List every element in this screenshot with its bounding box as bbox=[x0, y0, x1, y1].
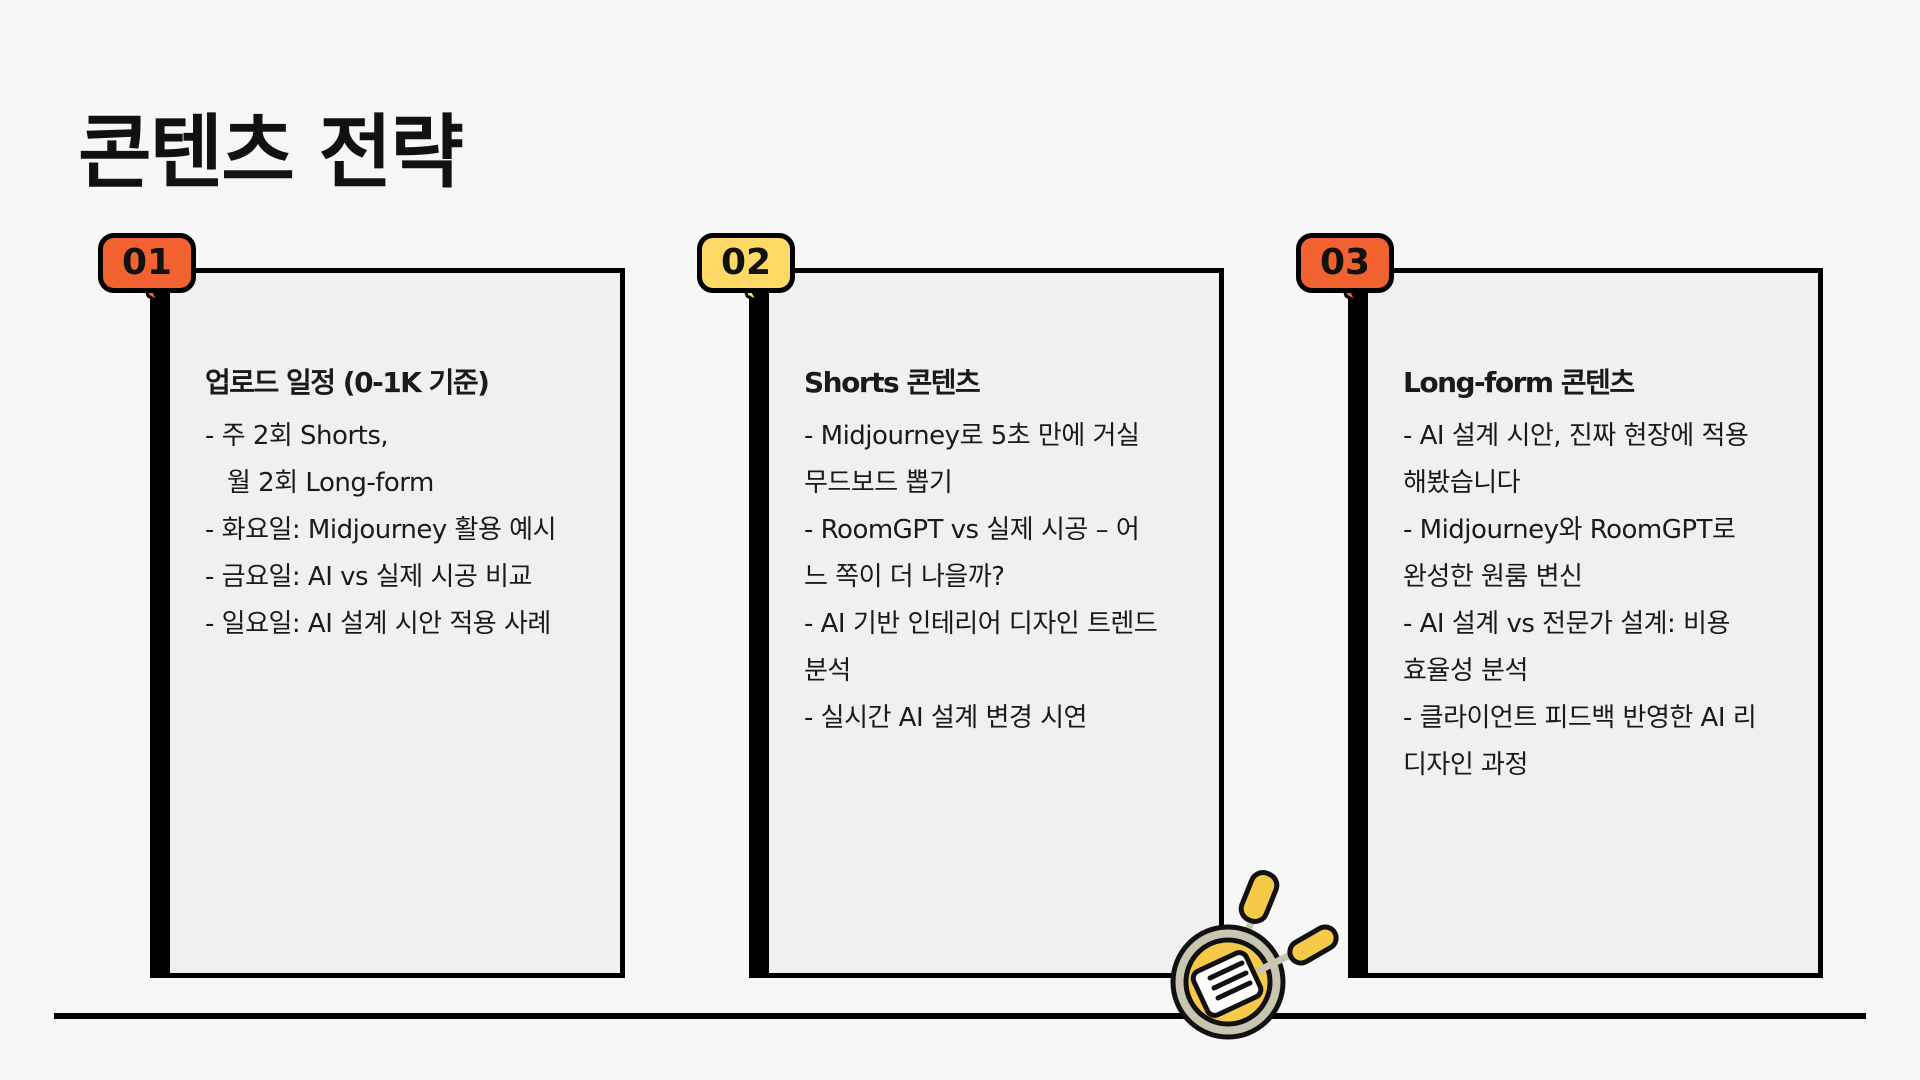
card-number-badge: 03 bbox=[1296, 233, 1394, 293]
card-line: 느 쪽이 더 나을까? bbox=[804, 562, 1005, 592]
card-line: - Midjourney로 5초 만에 거실 bbox=[804, 421, 1140, 451]
card-line: 분석 bbox=[804, 656, 851, 686]
card-line: 효율성 분석 bbox=[1403, 656, 1528, 686]
card-line: - AI 기반 인테리어 디자인 트렌드 bbox=[804, 609, 1158, 639]
card-line: - RoomGPT vs 실제 시공 – 어 bbox=[804, 515, 1140, 545]
card-line: - Midjourney와 RoomGPT로 bbox=[1403, 515, 1736, 545]
card-line: - 클라이언트 피드백 반영한 AI 리 bbox=[1403, 703, 1757, 733]
card-number-badge: 02 bbox=[697, 233, 795, 293]
card-line: - 실시간 AI 설계 변경 시연 bbox=[804, 703, 1087, 733]
card-line: 디자인 과정 bbox=[1403, 750, 1528, 780]
timeline-line bbox=[54, 1013, 1866, 1019]
page-title: 콘텐츠 전략 bbox=[78, 106, 464, 199]
card-line: - AI 설계 시안, 진짜 현장에 적용 bbox=[1403, 421, 1749, 451]
content-card: 업로드 일정 (0-1K 기준) - 주 2회 Shorts, 월 2회 Long-… bbox=[150, 268, 625, 978]
card-heading: 업로드 일정 (0-1K 기준) bbox=[205, 366, 490, 399]
card-number-badge: 01 bbox=[98, 233, 196, 293]
card-line: - AI 설계 vs 전문가 설계: 비용 bbox=[1403, 609, 1730, 639]
card-line: - 주 2회 Shorts, bbox=[205, 421, 389, 451]
card-heading: Shorts 콘텐츠 bbox=[804, 366, 981, 399]
card-line: - 금요일: AI vs 실제 시공 비교 bbox=[205, 562, 532, 592]
card-line: - 일요일: AI 설계 시안 적용 사례 bbox=[205, 609, 551, 639]
card-heading: Long-form 콘텐츠 bbox=[1403, 366, 1635, 399]
card-line: 완성한 원룸 변신 bbox=[1403, 562, 1583, 592]
card-line: 해봤습니다 bbox=[1403, 468, 1521, 498]
frying-pan-spatula-icon bbox=[1170, 870, 1339, 1040]
card-line: 무드보드 뽑기 bbox=[804, 468, 953, 498]
card-line: 월 2회 Long-form bbox=[227, 468, 434, 498]
card-line: - 화요일: Midjourney 활용 예시 bbox=[205, 515, 557, 545]
